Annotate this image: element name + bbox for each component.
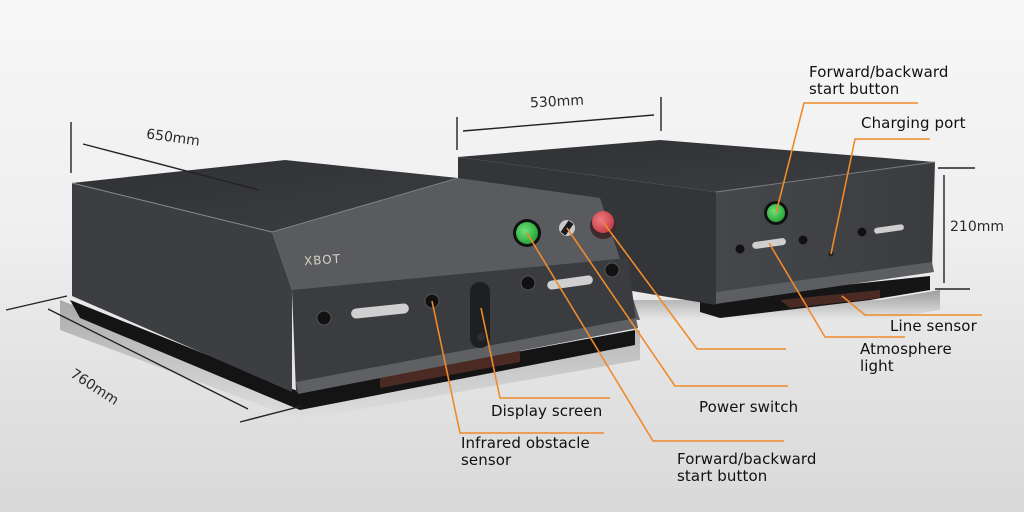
dim-width-rear: 530mm [529, 92, 585, 112]
callout-forward-backward-rear: Forward/backward start button [809, 63, 949, 98]
callout-charging-port: Charging port [861, 114, 966, 132]
callout-power-switch: Power switch [699, 398, 799, 416]
front-robot [60, 160, 640, 420]
callout-forward-backward-front: Forward/backward start button [677, 450, 817, 485]
brand-logo: XBOT [303, 251, 342, 269]
display-screen [470, 282, 490, 348]
callout-line-sensor: Line sensor [890, 317, 977, 335]
dimension-lines [5, 97, 975, 423]
callout-leader-lines [431, 102, 982, 442]
callout-infrared-obstacle-sensor: Infrared obstacle sensor [461, 434, 590, 469]
callout-atmosphere-light: Atmosphere light [860, 340, 952, 375]
dim-height: 210mm [950, 219, 1004, 235]
callout-display-screen: Display screen [491, 402, 603, 420]
